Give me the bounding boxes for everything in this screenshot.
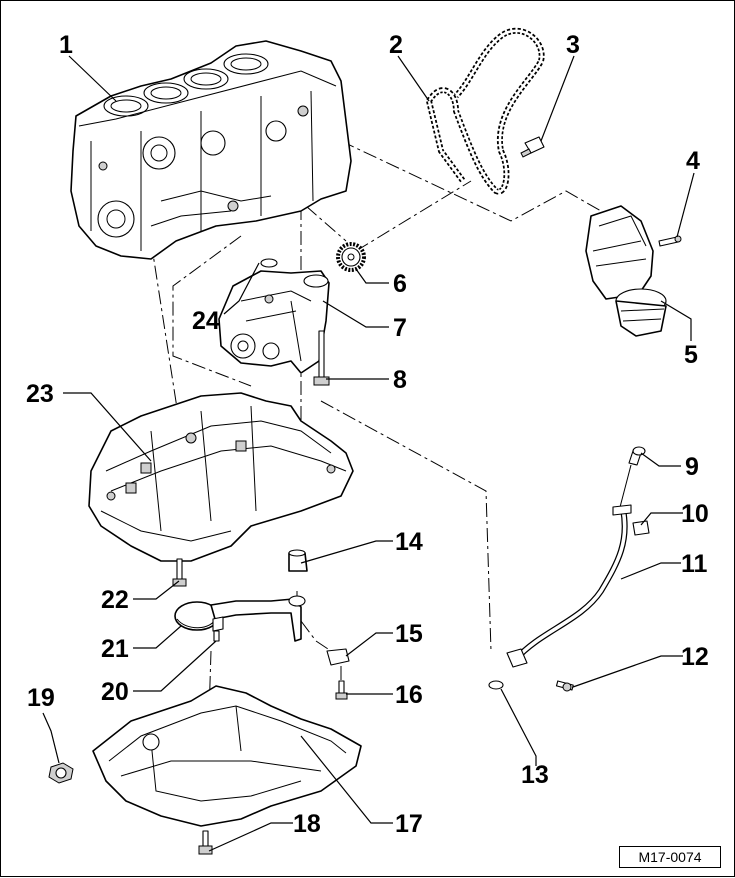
oil-filter-housing [585,205,667,337]
callout-24: 24 [192,307,220,335]
callout-18: 18 [293,810,321,838]
callout-21: 21 [101,635,129,663]
bracket [326,648,350,666]
sump-bolt-lower [198,830,213,855]
oil-suction-pipe [174,595,306,642]
callout-labels: 1 2 3 4 5 6 7 8 9 10 11 12 13 14 15 16 1… [26,31,709,838]
callout-11: 11 [681,550,708,578]
callout-13: 13 [521,761,549,789]
callout-16: 16 [395,681,423,709]
callout-4: 4 [686,147,700,175]
oil-sump-lower [92,685,362,827]
oil-pump-sprocket [336,242,366,272]
sealing-ring [288,549,308,572]
callout-2: 2 [389,31,403,59]
oil-pump [218,270,330,374]
chain-bolt [520,136,545,158]
bracket-bolt [335,680,348,700]
dowel-sleeve [260,258,278,268]
oil-sump-upper [88,392,354,562]
suction-pipe-bolt [213,630,220,642]
callout-1: 1 [59,31,73,59]
callout-10: 10 [681,500,709,528]
callout-22: 22 [101,586,129,614]
guide-tube-clip [632,520,650,536]
callout-12: 12 [681,643,709,671]
callout-17: 17 [395,810,423,838]
oil-filter-bolt [658,235,682,247]
callout-5: 5 [684,341,698,369]
oil-pump-bolt [313,330,330,386]
callout-14: 14 [395,528,423,556]
callout-8: 8 [393,366,407,394]
callout-23: 23 [26,380,54,408]
dipstick [618,446,646,512]
callout-9: 9 [685,453,699,481]
callout-3: 3 [566,31,580,59]
callout-19: 19 [27,684,55,712]
callout-7: 7 [393,314,407,342]
figure-reference-code: M17-0074 [619,846,721,868]
cylinder-block [70,40,352,260]
leader-lines [42,55,695,852]
drain-plug [48,762,74,784]
dipstick-guide-tube [506,504,632,668]
o-ring [488,680,504,690]
callout-20: 20 [101,678,129,706]
drive-chain [426,27,545,195]
callout-6: 6 [393,270,407,298]
guide-tube-bolt [555,680,574,692]
callout-15: 15 [395,620,423,648]
sump-bolt-upper [172,558,187,587]
